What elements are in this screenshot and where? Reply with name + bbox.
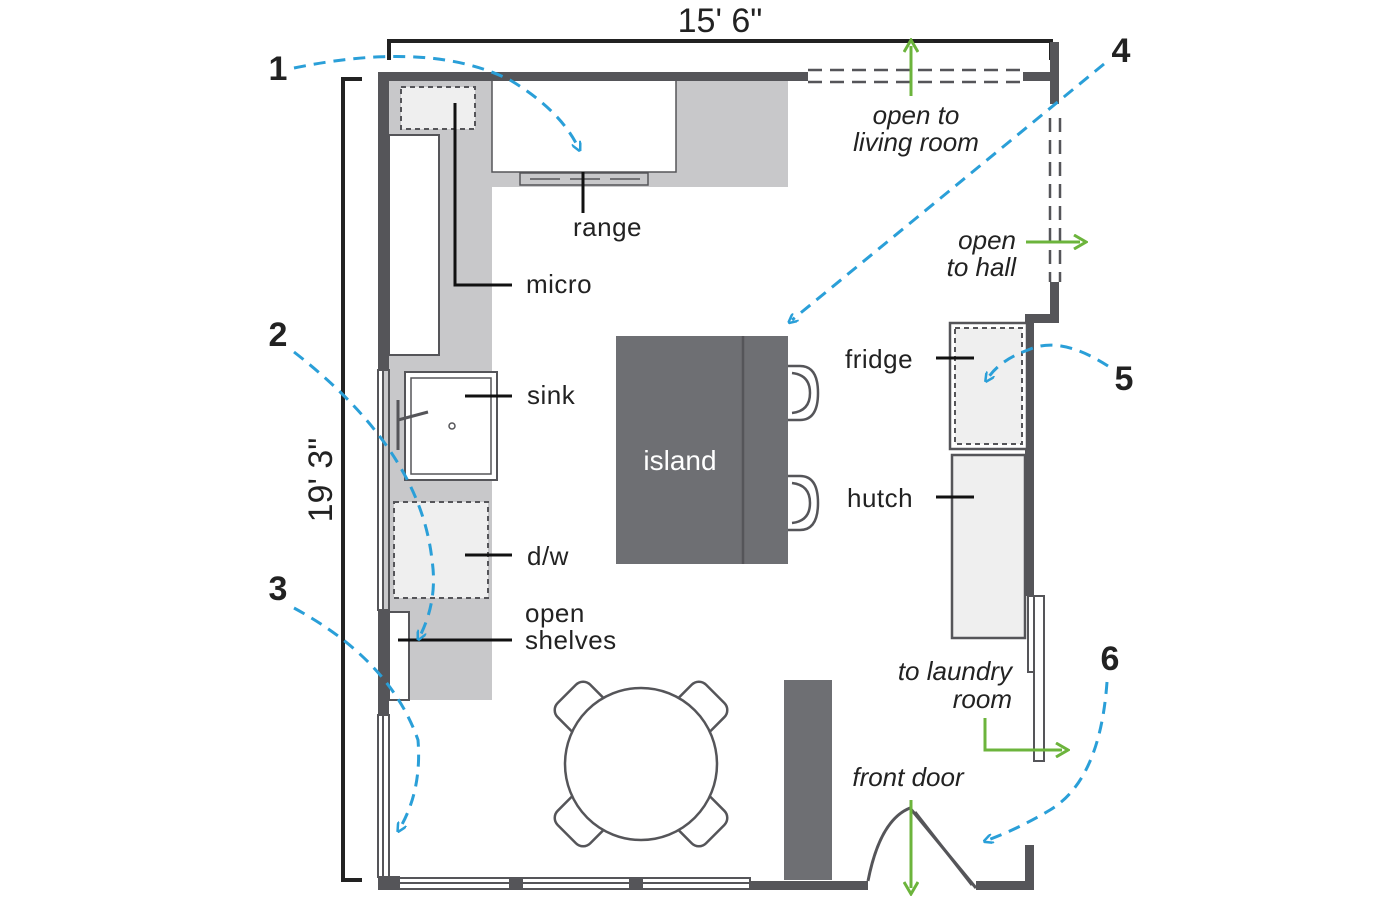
view-number-2: 2 <box>269 316 288 354</box>
front-door <box>866 806 978 889</box>
island-label: island <box>643 445 716 476</box>
view-1-arrow <box>293 54 578 147</box>
open-shelves-label-line1: open <box>525 598 585 628</box>
micro-label: micro <box>526 269 592 299</box>
width-dimension-label: 15' 6" <box>678 2 763 40</box>
living-room-label-line2: living room <box>853 127 979 157</box>
hutch <box>950 453 1027 640</box>
fridge <box>948 321 1029 451</box>
length-dimension-label: 19' 3" <box>302 438 340 523</box>
dining-table <box>553 680 729 848</box>
view-number-1: 1 <box>269 50 288 88</box>
view-number-3: 3 <box>269 570 288 608</box>
sink <box>396 371 498 481</box>
view-6-arrow <box>988 681 1109 840</box>
laundry-door <box>1027 595 1045 762</box>
island-stools <box>788 364 820 532</box>
width-dimension: 15' 6" <box>387 2 1053 60</box>
microwave <box>400 86 476 130</box>
fridge-label: fridge <box>845 344 913 374</box>
upper-cabinet <box>388 134 440 356</box>
view-2-arrow <box>293 350 435 636</box>
length-dimension: 19' 3" <box>302 77 362 882</box>
bottom-windows <box>388 877 751 890</box>
range-label: range <box>573 212 642 242</box>
view-number-6: 6 <box>1101 640 1120 678</box>
view-number-5: 5 <box>1115 360 1134 398</box>
open-shelves-label-line2: shelves <box>525 625 617 655</box>
laundry-arrow <box>983 718 1062 750</box>
dishwasher-label: d/w <box>527 541 569 571</box>
left-windows <box>377 369 390 878</box>
opening-arrows <box>911 46 1080 888</box>
laundry-label-line2: room <box>953 684 1012 714</box>
living-room-label-line1: open to <box>873 100 960 130</box>
dishwasher <box>393 501 489 599</box>
open-shelves <box>388 611 410 701</box>
view-4-arrow <box>792 62 1105 320</box>
hall-label-line1: open <box>958 225 1016 255</box>
island: island <box>616 336 788 564</box>
laundry-label-line1: to laundry <box>898 656 1014 686</box>
sink-label: sink <box>527 380 576 410</box>
view-arrows <box>293 54 1109 840</box>
dashed-openings <box>808 68 1062 282</box>
front-door-label: front door <box>852 762 965 792</box>
view-number-4: 4 <box>1112 32 1131 70</box>
hall-label-line2: to hall <box>947 252 1018 282</box>
view-5-arrow <box>988 343 1109 378</box>
hutch-label: hutch <box>847 483 913 513</box>
range-hood <box>491 79 677 173</box>
front-door-partition <box>784 680 832 880</box>
view-3-arrow <box>293 606 421 828</box>
